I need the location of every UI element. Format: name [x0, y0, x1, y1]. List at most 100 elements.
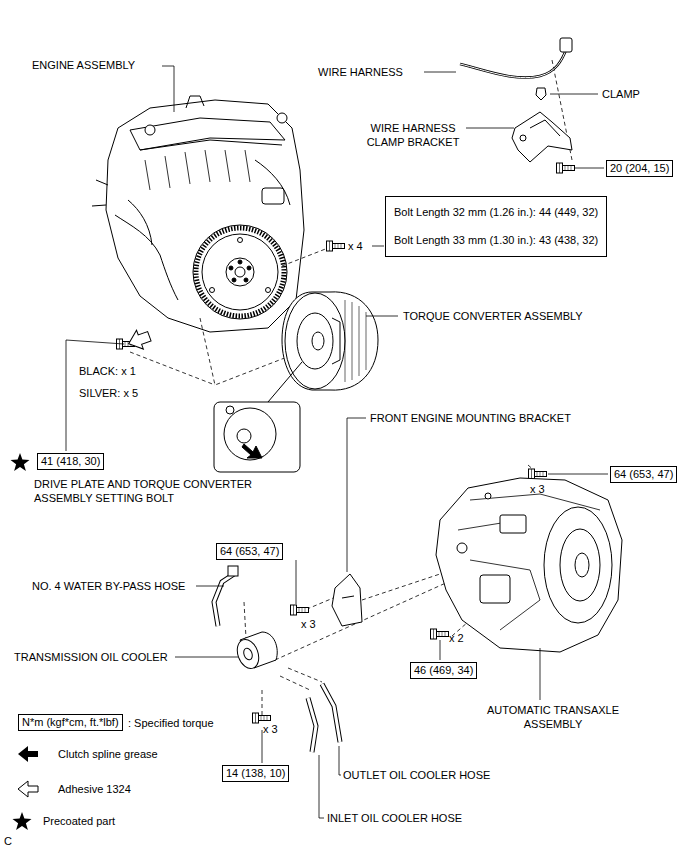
clamp-bracket-drawing — [512, 88, 572, 162]
transaxle-drawing — [560, 529, 600, 601]
drive-plate-drawing — [202, 234, 278, 310]
leader-line — [548, 474, 608, 475]
engine-drawing — [140, 140, 282, 150]
bolt-color-note: BLACK: x 1 — [79, 364, 136, 378]
legend-text: Precoated part — [43, 814, 115, 828]
detail-callout — [242, 444, 262, 458]
bolt — [291, 605, 309, 615]
bolt — [529, 469, 547, 479]
transaxle-drawing — [458, 494, 600, 630]
drive-plate-drawing — [210, 288, 215, 293]
hose-drawing — [322, 684, 340, 742]
engine-drawing — [262, 188, 284, 204]
engine-drawing — [92, 180, 108, 206]
torque-spec-box: 64 (653, 47) — [610, 466, 677, 483]
drive-plate-drawing — [229, 266, 233, 270]
figure-code: C — [4, 834, 12, 848]
torque-converter-drawing — [282, 292, 378, 390]
precoated-symbol — [13, 812, 32, 830]
drive-plate-drawing — [226, 258, 254, 286]
adhesive-arrow — [125, 327, 153, 353]
assembly-line — [130, 352, 215, 385]
engine-drawing — [277, 113, 287, 123]
grease-symbol — [18, 746, 38, 762]
engine-drawing — [145, 150, 250, 190]
assembly-line — [262, 690, 263, 716]
transaxle-drawing — [457, 543, 467, 553]
part-name: OUTLET OIL COOLER HOSE — [343, 768, 490, 782]
leader-line — [550, 94, 598, 95]
detail-callout — [237, 429, 251, 443]
drive-plate-drawing — [244, 278, 248, 282]
torque-converter-drawing — [312, 332, 324, 350]
torque-spec-box: 64 (653, 47) — [216, 543, 283, 560]
bolt-length-box: Bolt Length 32 mm (1.26 in.): 44 (449, 3… — [385, 196, 607, 257]
wire-harness-drawing — [460, 50, 566, 78]
detail-callout — [214, 402, 300, 472]
leader-line — [296, 560, 297, 604]
transaxle-drawing — [436, 478, 622, 652]
leader-line — [196, 586, 224, 587]
oil-cooler-drawing — [233, 636, 262, 671]
transaxle-drawing — [480, 575, 510, 603]
assembly-line — [288, 668, 322, 682]
leader-line — [574, 168, 604, 169]
assembly-line — [280, 676, 310, 690]
hose-drawing — [228, 566, 238, 576]
hose-drawing — [214, 574, 234, 626]
part-name: NO. 4 WATER BY-PASS HOSE — [32, 579, 185, 593]
mounting-bracket-drawing — [332, 574, 362, 626]
wire-harness-drawing — [460, 50, 566, 78]
engine-drawing — [186, 96, 204, 108]
detail-callout — [268, 362, 302, 402]
wire-harness-drawing — [460, 38, 572, 78]
drive-plate-drawing — [238, 260, 242, 264]
torque-spec-box: 41 (418, 30) — [37, 453, 104, 470]
node-text: Bolt Length 33 mm (1.30 in.): 43 (438, 3… — [394, 234, 598, 247]
part-name: FRONT ENGINE MOUNTING BRACKET — [370, 411, 571, 425]
leader-line — [540, 648, 541, 700]
leader-line — [424, 72, 456, 73]
node-text: 41 (418, 30) — [41, 455, 100, 468]
drive-plate-drawing — [235, 267, 245, 277]
node-text: 64 (653, 47) — [220, 545, 279, 558]
quantity: x 3 — [301, 617, 316, 631]
detail-callout — [226, 406, 234, 414]
assembly-line — [362, 572, 446, 600]
leader-line — [347, 418, 366, 572]
drive-plate-drawing — [193, 225, 287, 319]
torque-converter-drawing — [282, 292, 378, 390]
engine-drawing — [255, 160, 290, 205]
bolt — [431, 629, 449, 639]
leader-line — [440, 640, 441, 660]
legend-text: Clutch spline grease — [58, 747, 158, 761]
wire-harness-drawing — [560, 38, 572, 52]
leader-line — [162, 66, 174, 112]
clamp-bracket-drawing — [530, 120, 560, 136]
part-name: TRANSMISSION OIL COOLER — [14, 650, 168, 664]
part-name: DRIVE PLATE AND TORQUE CONVERTER ASSEMBL… — [34, 477, 284, 505]
part-name: CLAMP — [602, 87, 640, 101]
engine-drawing — [128, 200, 152, 245]
detail-callout — [224, 408, 276, 460]
bolt — [253, 713, 271, 723]
detail-callout — [214, 362, 302, 472]
torque-spec-box: 46 (469, 34) — [410, 662, 477, 679]
hose-drawing — [322, 684, 340, 742]
torque-spec-box: 14 (138, 10) — [222, 765, 289, 782]
hose-drawing — [214, 574, 234, 626]
legend-text: Adhesive 1324 — [58, 782, 131, 796]
drive-plate-drawing — [232, 278, 236, 282]
leader-line — [339, 746, 341, 775]
drive-plate-drawing — [193, 225, 287, 319]
engine-drawing — [92, 96, 304, 332]
transaxle-drawing — [436, 478, 622, 652]
oil-cooler-drawing — [242, 647, 254, 661]
engine-drawing — [106, 100, 304, 332]
leader-line — [262, 730, 263, 763]
node-text: Bolt Length 32 mm (1.26 in.): 44 (449, 3… — [394, 206, 598, 219]
quantity: x 4 — [348, 239, 363, 253]
node-text: 14 (138, 10) — [226, 767, 285, 780]
bolt — [327, 241, 345, 251]
